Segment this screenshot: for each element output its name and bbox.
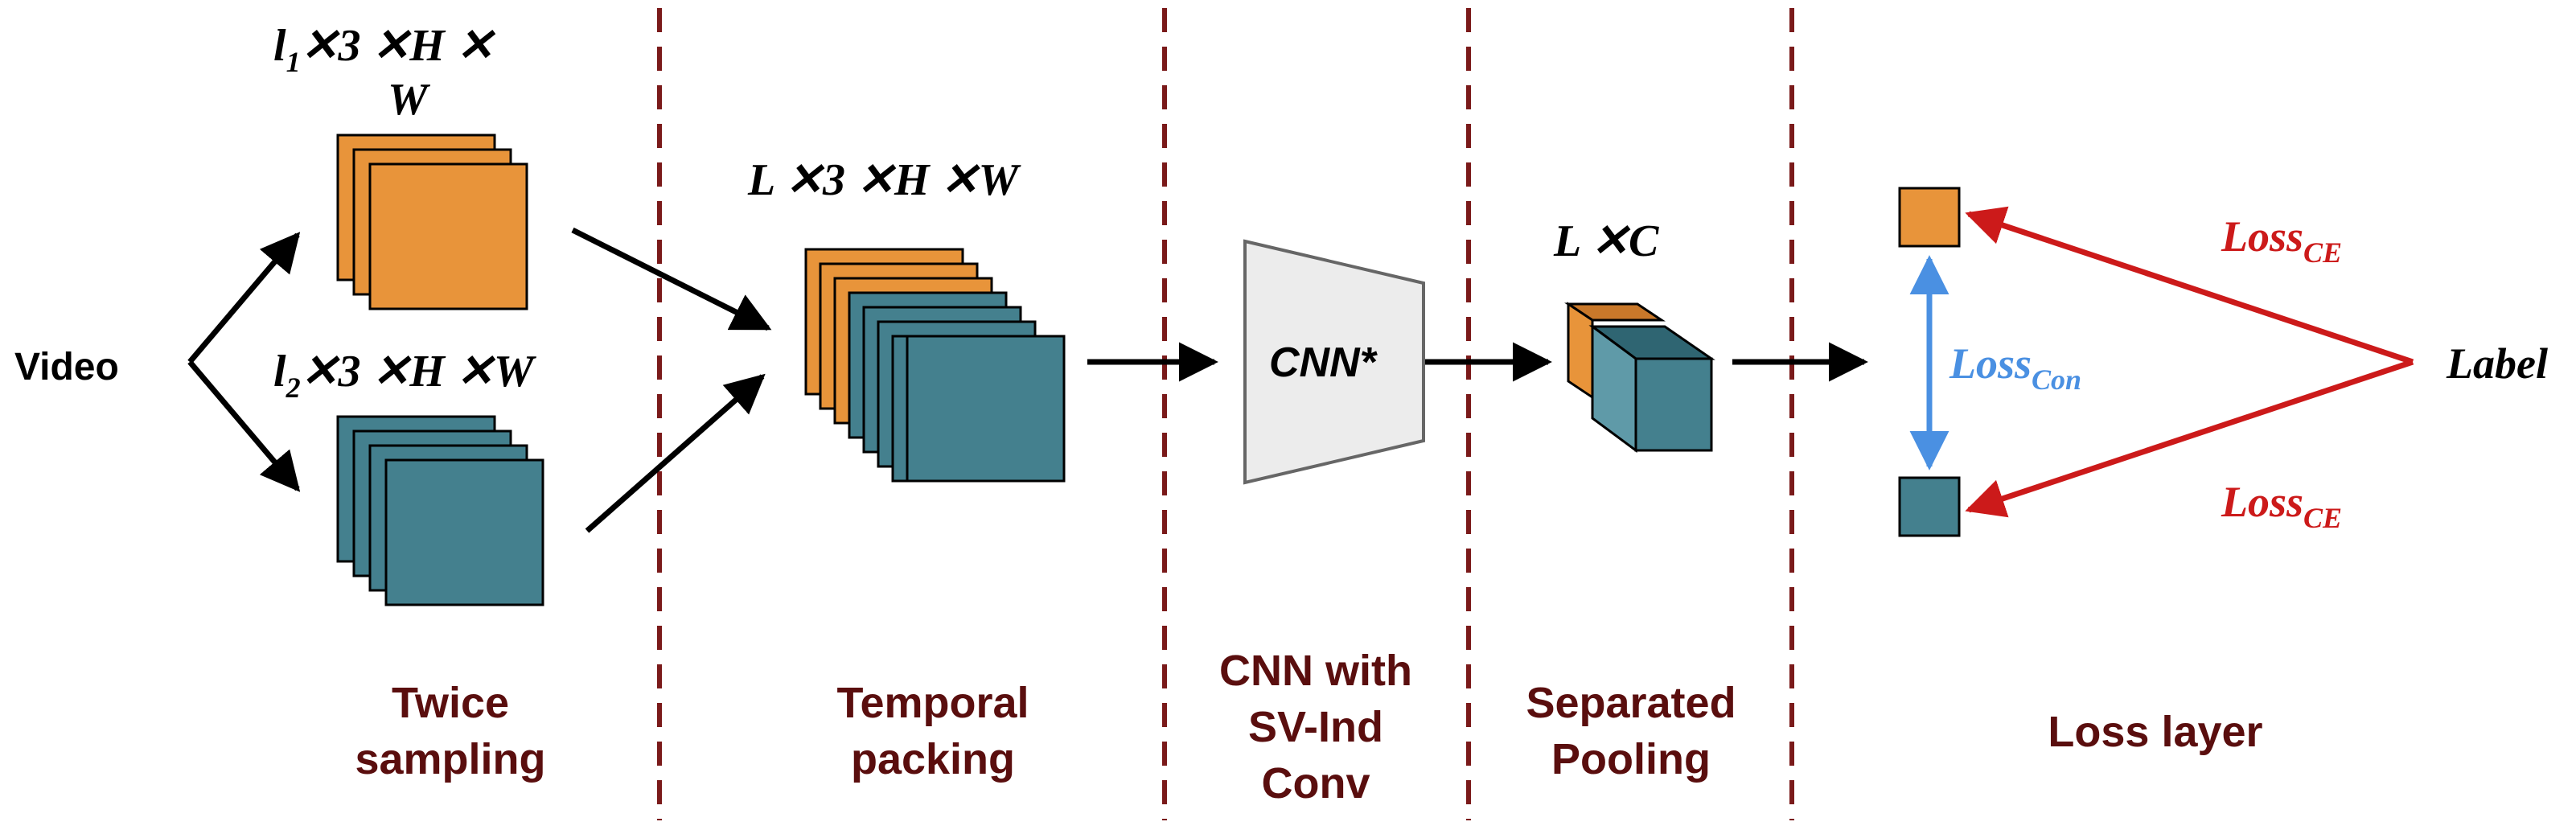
stage-pool-line1: Separated (1526, 679, 1736, 727)
stage-pool-line2: Pooling (1551, 735, 1711, 783)
merge-arrows (571, 227, 772, 533)
orange-frame-stack (336, 134, 528, 310)
l2-dim-label: l2✕3 ✕H ✕W (273, 347, 537, 404)
stage-cnn-line2: SV-Ind (1248, 703, 1383, 751)
ce-top-label: LossCE (2221, 212, 2342, 269)
fork-up-arrow (187, 232, 301, 364)
orange-cube-front (1567, 302, 1594, 400)
orange-frame (368, 162, 528, 310)
fork-arrows (187, 232, 301, 492)
merge-top-arrow (571, 227, 772, 331)
stage-twice-line1: Twice (392, 679, 509, 727)
stage-captions: Twice sampling Temporal packing CNN with… (355, 647, 2262, 808)
orange-output-square (1898, 187, 1961, 248)
packed-dim-label: L ✕3 ✕H ✕W (747, 155, 1021, 205)
teal-frame (906, 335, 1066, 483)
teal-output-square (1898, 476, 1961, 537)
teal-frame-stack (336, 415, 544, 606)
stage-cnn-line1: CNN with (1219, 647, 1412, 695)
teal-frame (384, 458, 544, 606)
label-target: Label (2446, 339, 2548, 388)
stage-temporal-line1: Temporal (836, 679, 1029, 727)
packed-frame-stack (804, 248, 1066, 483)
ce-top-arrow (1965, 206, 2414, 365)
video-label: Video (14, 346, 119, 388)
cnn-block (1243, 239, 1425, 485)
merge-bottom-arrow (585, 373, 766, 533)
teal-cube-front (1634, 357, 1713, 452)
ce-bottom-arrow (1965, 359, 2414, 518)
l1-dim-label-cont: W (388, 75, 431, 125)
stage-cnn-line3: Conv (1262, 759, 1370, 808)
stage-loss: Loss layer (2048, 708, 2262, 756)
con-loss-label: LossCon (1949, 339, 2081, 396)
stage-twice-line2: sampling (355, 735, 545, 783)
l1-dim-label: l1✕3 ✕H ✕ (273, 21, 496, 78)
fork-down-arrow (187, 360, 301, 492)
pooled-dim-label: L ✕C (1553, 216, 1659, 266)
ce-bottom-label: LossCE (2221, 478, 2342, 534)
pooled-cubes (1564, 302, 1715, 453)
cnn-label: CNN* (1269, 339, 1378, 386)
stage-dividers (657, 8, 1794, 820)
stage-temporal-line2: packing (851, 735, 1015, 783)
